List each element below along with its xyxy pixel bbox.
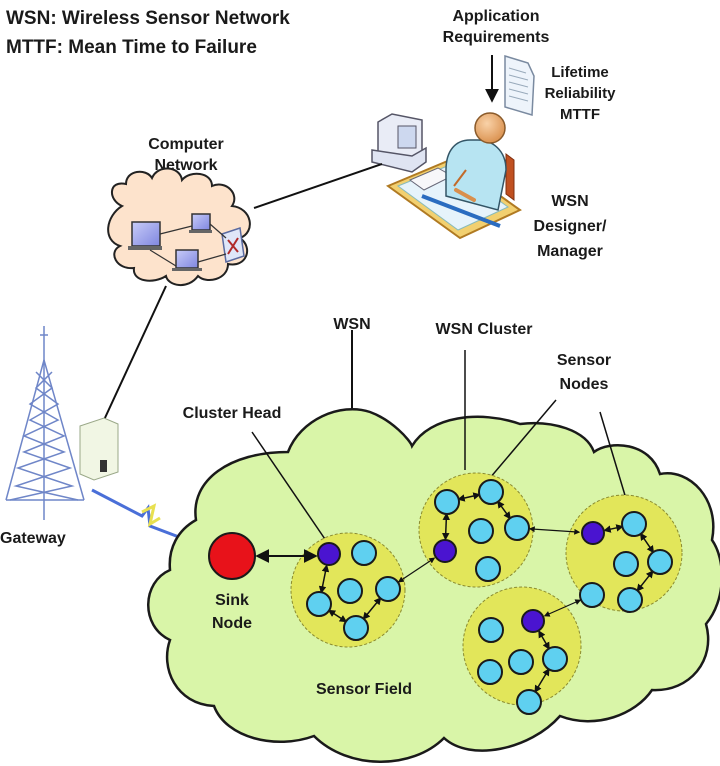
cluster-area xyxy=(462,586,582,706)
sensor-node xyxy=(516,689,542,715)
sensor-node xyxy=(475,556,501,582)
sensor-node xyxy=(508,649,534,675)
intra-cluster-link xyxy=(636,570,654,592)
sensor-node xyxy=(647,549,673,575)
inter-cluster-link xyxy=(543,599,582,617)
intra-cluster-link xyxy=(318,564,330,594)
sensor-node xyxy=(542,646,568,672)
sensor-node xyxy=(477,659,503,685)
cluster-head-pointer xyxy=(251,431,330,546)
wsn-label: WSN xyxy=(333,316,370,333)
legend: WSN: Wireless Sensor Network MTTF: Mean … xyxy=(6,8,290,58)
cluster-head-node xyxy=(581,521,605,545)
sensor-field-cloud xyxy=(147,407,720,763)
cluster-2 xyxy=(418,472,534,588)
router-icon xyxy=(221,227,245,263)
sensor-node xyxy=(613,551,639,577)
cluster-head-node xyxy=(317,542,341,566)
svg-text:Requirements: Requirements xyxy=(443,29,550,46)
sensor-node xyxy=(478,617,504,643)
computer-network-cloud: Computer Network xyxy=(107,136,251,286)
intra-cluster-link xyxy=(457,492,481,502)
laptop-icon xyxy=(189,213,212,233)
sink-node-label-line2: Node xyxy=(212,615,252,632)
sensor-node xyxy=(468,518,494,544)
cluster-1 xyxy=(290,532,406,648)
intra-cluster-link xyxy=(538,630,550,650)
intra-cluster-link xyxy=(639,532,655,554)
sensor-node xyxy=(375,576,401,602)
svg-text:Manager: Manager xyxy=(537,243,603,260)
legend-mttf: MTTF: Mean Time to Failure xyxy=(6,37,257,58)
sink-node-label-line1: Sink xyxy=(215,592,249,609)
wsn-cluster-label: WSN Cluster xyxy=(436,321,533,338)
designer-workstation-icon xyxy=(371,112,522,240)
svg-text:Application: Application xyxy=(452,8,539,25)
inter-cluster-link xyxy=(528,526,581,535)
inter-cluster-link xyxy=(397,557,436,583)
intra-cluster-link xyxy=(362,597,382,620)
cluster-head-label: Cluster Head xyxy=(183,405,282,422)
intra-cluster-link xyxy=(441,512,451,541)
sensor-node xyxy=(579,582,605,608)
legend-wsn: WSN: Wireless Sensor Network xyxy=(6,8,290,29)
svg-text:WSN: WSN xyxy=(551,193,588,210)
sensor-node xyxy=(621,511,647,537)
sensor-nodes-label-line2: Nodes xyxy=(560,376,609,393)
sensor-nodes-pointer-1 xyxy=(483,399,557,486)
intra-cluster-link xyxy=(497,500,511,520)
intra-cluster-link xyxy=(603,524,624,533)
sensor-nodes-label-line1: Sensor xyxy=(557,352,611,369)
document-icon xyxy=(504,54,535,116)
intra-cluster-link xyxy=(534,667,550,694)
laptop-icon xyxy=(128,221,162,250)
network-to-gateway-link xyxy=(103,285,167,421)
svg-text:Lifetime: Lifetime xyxy=(551,64,609,81)
svg-text:MTTF: MTTF xyxy=(560,106,600,123)
network-to-designer-link xyxy=(253,163,383,209)
sensor-node xyxy=(478,479,504,505)
sensor-node xyxy=(306,591,332,617)
application-requirements: Application Requirements xyxy=(443,8,550,103)
intra-cluster-link xyxy=(327,609,348,623)
svg-text:Designer/: Designer/ xyxy=(534,218,607,235)
sensor-node xyxy=(617,587,643,613)
sensor-node xyxy=(434,489,460,515)
gateway-label: Gateway xyxy=(0,530,66,547)
gateway-tower-icon xyxy=(5,326,85,520)
sensor-node xyxy=(337,578,363,604)
svg-text:Computer: Computer xyxy=(148,136,224,153)
requirements-list: Lifetime Reliability MTTF xyxy=(545,64,617,123)
sensor-node xyxy=(504,515,530,541)
cluster-head-node xyxy=(433,539,457,563)
cluster-3 xyxy=(565,494,683,613)
sensor-field-label: Sensor Field xyxy=(316,681,412,698)
sensor-node xyxy=(351,540,377,566)
sink-node xyxy=(208,532,256,580)
cluster-head-node xyxy=(521,609,545,633)
gateway-box-icon xyxy=(79,417,119,481)
laptop-icon xyxy=(172,249,202,271)
clusters xyxy=(290,472,683,715)
svg-text:Reliability: Reliability xyxy=(545,85,617,102)
wireless-link-icon xyxy=(91,488,201,547)
sensor-node xyxy=(343,615,369,641)
designer-label: WSN Designer/ Manager xyxy=(534,193,607,260)
